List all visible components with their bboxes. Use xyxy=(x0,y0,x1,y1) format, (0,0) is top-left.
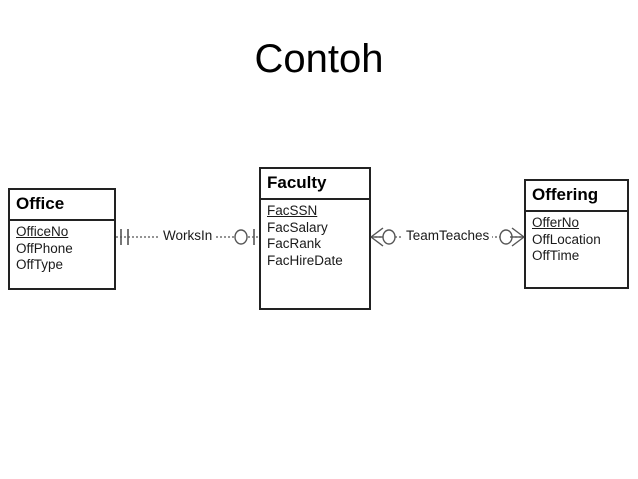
cardinality-zero-or-many-left-icon xyxy=(370,227,396,247)
attribute-offtype: OffType xyxy=(16,257,64,272)
entity-attributes-offering: OfferNo OffLocation OffTime xyxy=(526,212,627,269)
relationship-worksin[interactable]: WorksIn xyxy=(116,222,259,252)
relationship-line-worksin xyxy=(116,229,259,245)
relationship-teamteaches[interactable]: TeamTeaches xyxy=(370,222,525,252)
attribute-officeno: OfficeNo xyxy=(16,224,69,239)
page-title: Contoh xyxy=(254,37,384,81)
attribute-offerno: OfferNo xyxy=(532,215,580,230)
entity-box-office[interactable]: Office OfficeNo OffPhone OffType xyxy=(8,188,116,290)
relationship-label-teamteaches: TeamTeaches xyxy=(403,228,493,244)
entity-name-offering: Offering xyxy=(526,181,627,212)
attribute-offlocation: OffLocation xyxy=(532,231,601,247)
entity-name-office: Office xyxy=(10,190,114,221)
entity-box-faculty[interactable]: Faculty FacSSN FacSalary FacRank FacHire… xyxy=(259,167,371,310)
attribute-facrank: FacRank xyxy=(267,236,322,251)
entity-attributes-office: OfficeNo OffPhone OffType xyxy=(10,221,114,278)
attribute-offphone: OffPhone xyxy=(16,240,73,256)
cardinality-zero-or-one-icon xyxy=(234,229,255,245)
attribute-facsalary: FacSalary xyxy=(267,219,328,235)
attribute-fachiredate: FacHireDate xyxy=(267,252,343,268)
entity-box-offering[interactable]: Offering OfferNo OffLocation OffTime xyxy=(524,179,629,289)
entity-attributes-faculty: FacSSN FacSalary FacRank FacHireDate xyxy=(261,200,369,273)
cardinality-zero-or-many-right-icon xyxy=(499,227,525,247)
relationship-label-worksin: WorksIn xyxy=(160,228,216,244)
cardinality-exactly-one-icon xyxy=(120,229,129,245)
attribute-offtime: OffTime xyxy=(532,248,580,263)
attribute-facssn: FacSSN xyxy=(267,203,318,218)
entity-name-faculty: Faculty xyxy=(261,169,369,200)
